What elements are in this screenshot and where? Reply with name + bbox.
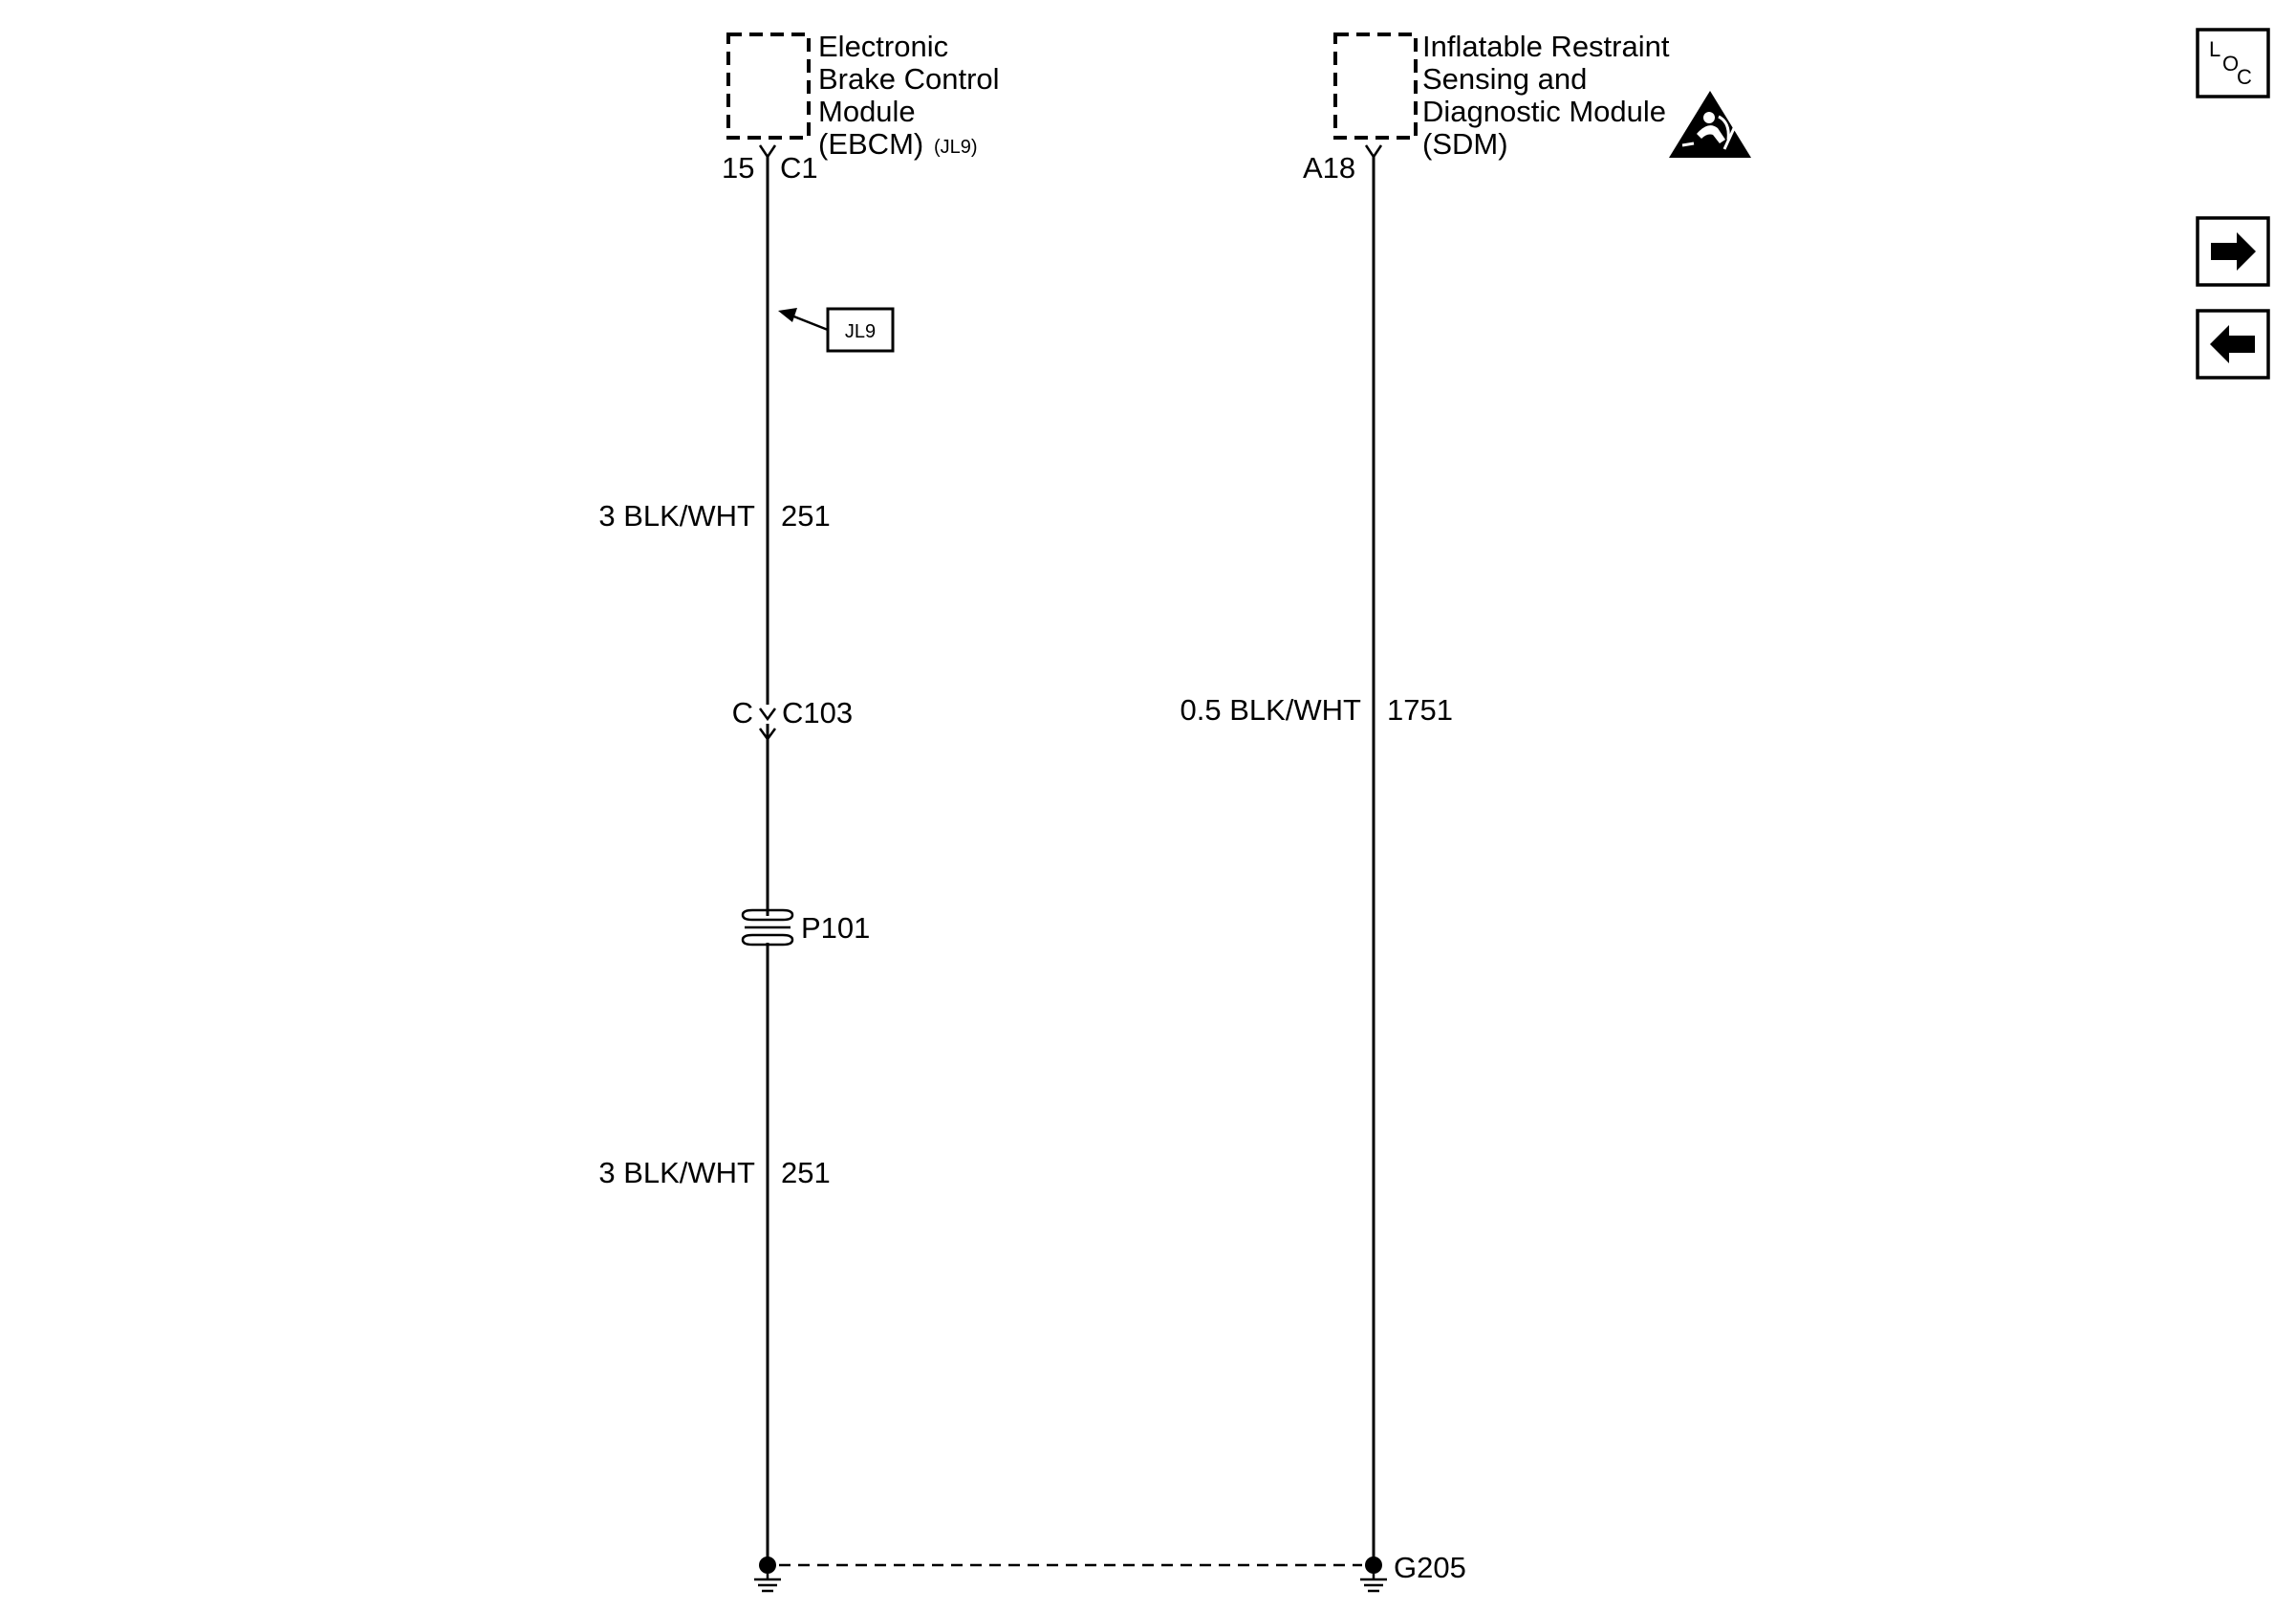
ebcm-upper-wire-circuit: 251 [781,499,831,533]
svg-text:L: L [2209,37,2220,61]
sdm-wire-gauge-color: 0.5 BLK/WHT [1180,693,1362,727]
c103-name: C103 [782,696,853,729]
svg-text:O: O [2222,52,2239,76]
p101-name: P101 [801,911,870,945]
jl9-callout-label: JL9 [845,321,876,342]
ebcm-lower-wire-circuit: 251 [781,1156,831,1189]
ebcm-upper-wire-gauge-color: 3 BLK/WHT [598,499,755,533]
sdm-name-line-3: Diagnostic Module [1422,95,1666,128]
p101-splice: P101 [741,908,870,947]
c103-inline-connector: C C103 [732,696,853,742]
sdm-wire-circuit: 1751 [1387,693,1453,727]
ebcm-connector: C1 [780,151,818,185]
component-locator-button[interactable]: L O C [2196,28,2270,98]
previous-page-button[interactable] [2196,309,2270,380]
ebcm-terminal [758,144,777,160]
arrow-left-icon [2210,325,2255,363]
ebcm-lower-wire-gauge-color: 3 BLK/WHT [598,1156,755,1189]
jl9-callout-box [826,307,895,353]
ground-g205: G205 [754,1551,1466,1593]
sdm-module-box [1333,33,1418,140]
ebcm-name-line-4: (EBCM) [818,127,923,161]
arrow-right-icon [2211,232,2256,271]
locator-icon: L O C [2209,37,2252,89]
ebcm-module: Electronic Brake Control Module (EBCM) (… [722,30,1000,185]
ebcm-name-line-3: Module [818,95,916,128]
svg-text:C: C [2237,65,2252,89]
ebcm-module-box [726,33,811,140]
g205-name: G205 [1394,1551,1466,1584]
sdm-name-line-4: (SDM) [1422,127,1508,161]
ebcm-option-code: (JL9) [934,137,978,158]
ebcm-name-line-2: Brake Control [818,62,1000,96]
ebcm-ground-symbol [754,1557,781,1593]
airbag-warning-icon [1669,91,1751,158]
jl9-callout: JL9 [778,307,895,353]
sdm-name-line-2: Sensing and [1422,62,1587,96]
sdm-pin: A18 [1303,151,1355,185]
ebcm-name-line-1: Electronic [818,30,948,63]
sdm-ground-symbol [1360,1557,1387,1593]
c103-pin: C [732,696,753,729]
sdm-name-line-1: Inflatable Restraint [1422,30,1670,63]
sdm-terminal [1364,144,1383,160]
next-page-button[interactable] [2196,216,2270,287]
sdm-module: Inflatable Restraint Sensing and Diagnos… [1303,30,1751,185]
ebcm-pin: 15 [722,151,754,185]
